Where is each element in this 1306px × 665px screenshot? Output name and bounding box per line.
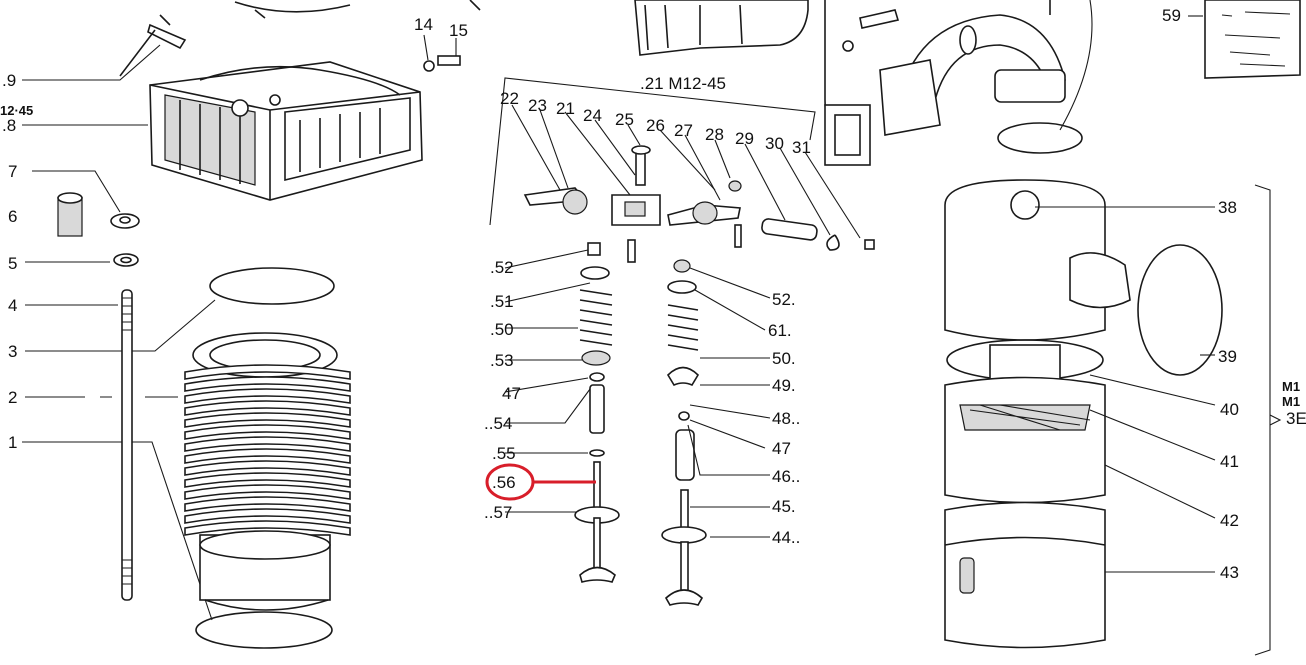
label-part-2: 2 (8, 388, 18, 407)
label-part-40: 40 (1220, 400, 1239, 419)
cylinder-fin (184, 424, 351, 440)
leader-lines-left (22, 44, 216, 621)
exhaust-valve-stack-drawing (661, 259, 771, 606)
label-part-48-right: 48.. (772, 409, 801, 428)
label-part-57-left: ..57 (484, 503, 513, 522)
label-part-25: 25 (615, 110, 634, 129)
label-part-21-group: .21 M12-45 (640, 74, 726, 93)
label-part-28: 28 (705, 125, 724, 144)
label-part-50-right: 50. (772, 349, 796, 368)
label-part-41: 41 (1220, 452, 1239, 471)
cylinder-fin (184, 496, 351, 512)
cylinder-fin (184, 412, 351, 428)
label-part-50-left: .50 (490, 320, 514, 339)
label-part-7: 7 (8, 162, 18, 181)
lever-drawing (119, 14, 187, 77)
label-part-9: .9 (2, 71, 17, 90)
cylinder-fin (184, 472, 351, 488)
label-part-47-left: 47 (502, 384, 521, 403)
cylinder-fin (184, 388, 351, 404)
label-part-54-left: ..54 (484, 414, 513, 433)
label-part-52-left: .52 (490, 258, 514, 277)
label-part-38: 38 (1218, 198, 1237, 217)
label-part-47-right: 47 (772, 439, 791, 458)
label-model-m12-a: M1 (1282, 379, 1301, 394)
label-part-21: 21 (556, 99, 575, 118)
label-part-45-right: 45. (772, 497, 796, 516)
card-drawing (1188, 0, 1301, 79)
cylinder-fin (184, 376, 351, 392)
cylinder-fin (184, 460, 351, 476)
label-part-49-right: 49. (772, 376, 796, 395)
label-part-52-right: 52. (772, 290, 796, 309)
exhaust-elbow-drawing (824, 0, 1093, 166)
label-part-44-right: 44.. (772, 528, 801, 547)
cylinder-fin (184, 484, 351, 500)
label-part-29: 29 (735, 129, 754, 148)
label-part-5: 5 (8, 254, 18, 273)
label-part-27: 27 (674, 121, 693, 140)
label-part-8: .8 (2, 116, 17, 135)
label-part-35-group: 3E (1286, 409, 1306, 428)
finned-cylinder-drawing (184, 332, 351, 649)
cylinder-fin (184, 400, 351, 416)
air-cleaner-drawing (944, 179, 1282, 656)
label-part-39: 39 (1218, 347, 1237, 366)
label-part-15: 15 (449, 21, 468, 40)
cylinder-fin (184, 448, 351, 464)
label-part-30: 30 (765, 134, 784, 153)
cylinder-fin (184, 520, 351, 536)
manifold-drawing (469, 0, 809, 56)
label-part-6: 6 (8, 207, 18, 226)
label-model-12-45: 12·45 (0, 103, 34, 118)
cylinder-fin (184, 436, 351, 452)
small-bolts-drawing (423, 34, 461, 72)
label-part-26: 26 (646, 116, 665, 135)
label-part-53-left: .53 (490, 351, 514, 370)
rocker-group-drawing (489, 77, 875, 263)
label-part-55-left: .55 (492, 444, 516, 463)
label-part-31: 31 (792, 138, 811, 157)
label-part-24: 24 (583, 106, 602, 125)
gasket-ring-drawing (209, 267, 335, 305)
label-part-42: 42 (1220, 511, 1239, 530)
label-part-23: 23 (528, 96, 547, 115)
intake-valve-stack-drawing (504, 242, 620, 583)
label-part-43: 43 (1220, 563, 1239, 582)
label-part-51-left: .51 (490, 292, 514, 311)
label-part-59: 59 (1162, 6, 1181, 25)
label-part-56-left: .56 (492, 473, 516, 492)
label-model-m12-b: M1 (1282, 394, 1301, 409)
label-part-51-right: 61. (768, 321, 792, 340)
cylinder-fin (184, 508, 351, 524)
label-part-14: 14 (414, 15, 433, 34)
stud-drawing (121, 289, 133, 601)
label-part-4: 4 (8, 296, 18, 315)
label-part-46-right: 46.. (772, 467, 801, 486)
nut-washer-drawings (57, 192, 140, 267)
label-part-3: 3 (8, 342, 18, 361)
cylinder-head-drawing (149, 1, 423, 201)
label-part-22: 22 (500, 89, 519, 108)
cylinder-fin (184, 364, 351, 380)
label-part-1: 1 (8, 433, 18, 452)
